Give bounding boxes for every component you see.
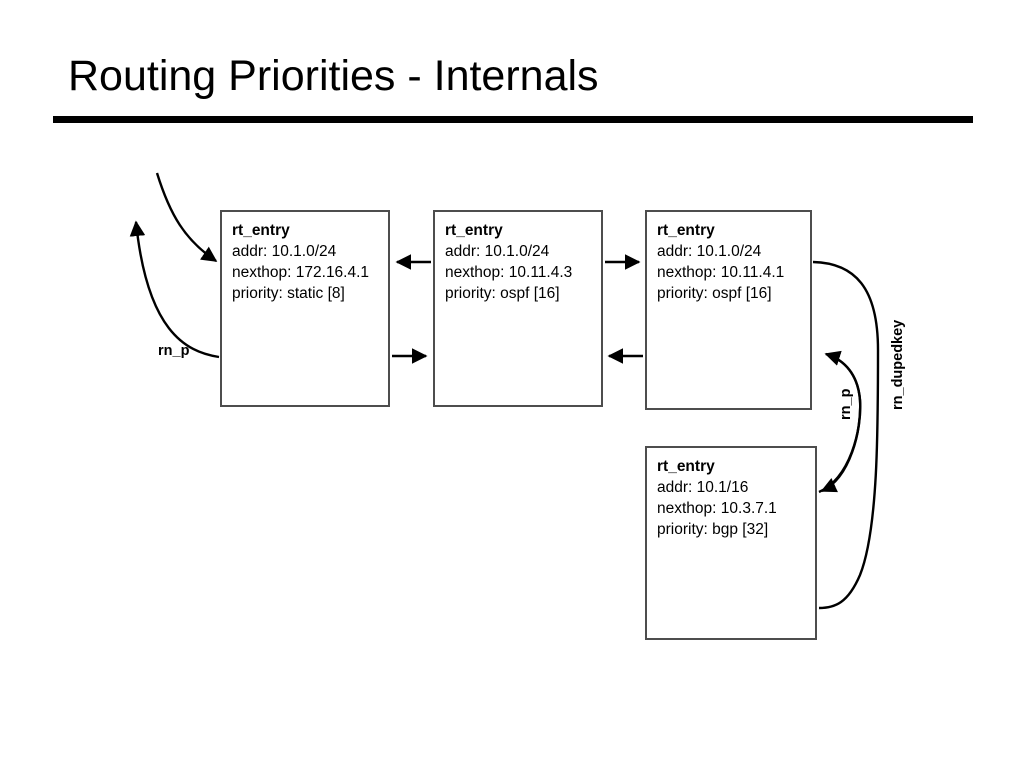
node-2-nexthop: nexthop: 10.11.4.3 (445, 264, 573, 281)
node-3-title: rt_entry (657, 222, 715, 239)
node-4-priority: priority: bgp [32] (657, 521, 769, 538)
node-1-nexthop: nexthop: 172.16.4.1 (232, 264, 370, 281)
edge-label-rn-p-right: rn_p (838, 388, 854, 420)
edge-rn-dupedkey (812, 260, 880, 610)
node-3-priority: priority: ospf [16] (657, 285, 772, 302)
node-4-title: rt_entry (657, 458, 715, 475)
edge-rn-p-node-4-to-node-3 (818, 350, 862, 494)
edge-incoming-to-node-1 (155, 172, 218, 262)
rt-entry-node-3[interactable]: rt_entry addr: 10.1.0/24 nexthop: 10.11.… (645, 210, 812, 410)
node-2-title: rt_entry (445, 222, 503, 239)
node-1-addr: addr: 10.1.0/24 (232, 243, 337, 260)
title-divider (53, 116, 973, 123)
page-title: Routing Priorities - Internals (68, 52, 599, 100)
node-4-nexthop: nexthop: 10.3.7.1 (657, 500, 777, 517)
rt-entry-node-4[interactable]: rt_entry addr: 10.1/16 nexthop: 10.3.7.1… (645, 446, 817, 640)
edge-label-rn-dupedkey: rn_dupedkey (890, 319, 906, 410)
edge-rn-p-from-node-1 (129, 220, 220, 359)
node-4-addr: addr: 10.1/16 (657, 479, 749, 496)
rt-entry-node-2[interactable]: rt_entry addr: 10.1.0/24 nexthop: 10.11.… (433, 210, 603, 407)
node-2-priority: priority: ospf [16] (445, 285, 560, 302)
edge-label-rn-p-left: rn_p (158, 343, 190, 359)
node-1-priority: priority: static [8] (232, 285, 345, 302)
edge-rn-p-node-3-to-node-4 (820, 352, 862, 493)
node-2-addr: addr: 10.1.0/24 (445, 243, 550, 260)
node-3-addr: addr: 10.1.0/24 (657, 243, 762, 260)
rt-entry-node-1[interactable]: rt_entry addr: 10.1.0/24 nexthop: 172.16… (220, 210, 390, 407)
node-1-title: rt_entry (232, 222, 290, 239)
node-3-nexthop: nexthop: 10.11.4.1 (657, 264, 785, 281)
